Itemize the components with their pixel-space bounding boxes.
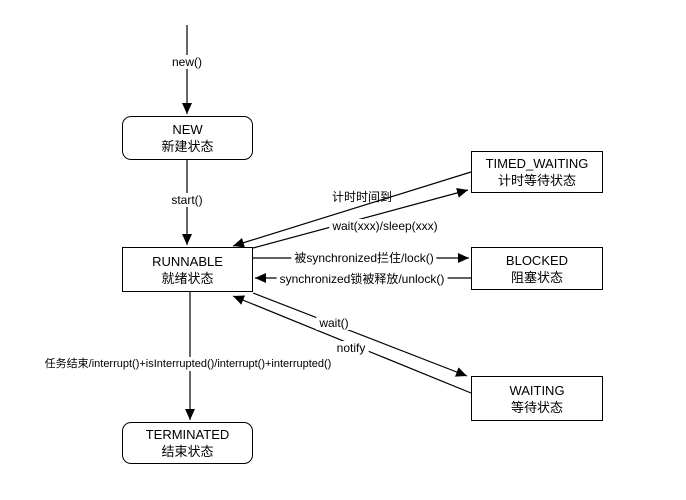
edge-label-start: start() <box>168 193 206 207</box>
state-name-zh: 等待状态 <box>510 399 563 415</box>
edge-label-terminate: 任务结束/interrupt()+isInterrupted()/interru… <box>41 357 335 371</box>
state-name: TIMED_WAITING <box>485 156 589 171</box>
transition-wait-arrow <box>252 292 468 377</box>
state-name-zh: 计时等待状态 <box>497 173 576 188</box>
state-name-zh: 就绪状态 <box>161 270 214 286</box>
edge-label-lock: 被synchronized拦住/lock() <box>291 251 437 265</box>
state-node-terminated: TERMINATED 结束状态 <box>122 422 253 464</box>
state-node-timed-waiting: TIMED_WAITING 计时等待状态 <box>471 151 603 193</box>
state-name: BLOCKED <box>505 252 569 268</box>
state-name: WAITING <box>509 382 565 398</box>
edge-label-wait: wait() <box>316 316 352 330</box>
state-name-zh: 阻塞状态 <box>510 269 563 285</box>
edge-label-wait-sleep: wait(xxx)/sleep(xxx) <box>329 219 441 233</box>
edge-label-timer-expired: 计时时间到 <box>331 190 393 204</box>
state-name-zh: 新建状态 <box>161 139 214 154</box>
edge-label-unlock: synchronized锁被释放/unlock() <box>276 272 448 286</box>
state-name: NEW <box>172 122 203 137</box>
state-node-blocked: BLOCKED 阻塞状态 <box>471 247 603 290</box>
state-node-new: NEW 新建状态 <box>122 116 253 160</box>
state-node-waiting: WAITING 等待状态 <box>471 376 603 421</box>
state-node-runnable: RUNNABLE 就绪状态 <box>122 247 253 292</box>
edge-label-notify: notify <box>333 341 369 355</box>
state-name: RUNNABLE <box>152 253 223 269</box>
state-name: TERMINATED <box>145 427 230 442</box>
transition-timer-expired-arrow <box>232 171 472 248</box>
state-name-zh: 结束状态 <box>161 444 214 459</box>
edge-label-new: new() <box>168 55 206 69</box>
